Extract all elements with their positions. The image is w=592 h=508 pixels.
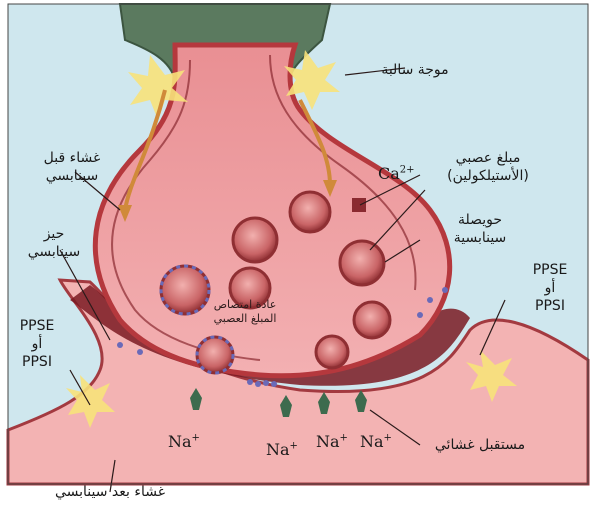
sodium-charge-1: +: [192, 433, 200, 444]
sodium-symbol-2: Na: [266, 440, 290, 459]
label-negative-wave: موجة سالبة: [360, 62, 470, 79]
label-presynaptic-membrane-1: غشاء قبل: [22, 150, 122, 167]
label-synaptic-cleft-1: حيز: [14, 226, 94, 243]
label-synaptic-vesicle-1: حويصلة: [420, 212, 540, 229]
sodium-ion-2: Na+: [266, 440, 298, 459]
calcium-charge: 2+: [400, 165, 415, 176]
calcium-symbol: Ca: [378, 164, 400, 183]
vesicle-2: [290, 192, 330, 232]
label-ppse-left: PPSE: [12, 318, 62, 335]
label-synaptic-vesicle-2: سينابسية: [420, 230, 540, 247]
label-ppsi-right: PPSI: [525, 298, 575, 315]
label-neurotransmitter-1: مبلغ عصبي: [418, 150, 558, 167]
label-postsynaptic-membrane: غشاء بعد سينابسي: [20, 484, 200, 501]
label-or-left: أو: [12, 336, 62, 353]
label-reuptake-1: عادة امتصاص: [190, 298, 300, 311]
vesicle-3: [340, 241, 384, 285]
calcium-channel: [352, 198, 366, 212]
sodium-ion-4: Na+: [360, 432, 392, 451]
vesicle-docking-2: [316, 336, 348, 368]
label-ppsi-left: PPSI: [12, 354, 62, 371]
sodium-charge-2: +: [290, 441, 298, 452]
sodium-charge-3: +: [340, 433, 348, 444]
sodium-symbol-1: Na: [168, 432, 192, 451]
vesicle-1: [233, 218, 277, 262]
label-synaptic-cleft-2: سينابسي: [14, 244, 94, 261]
sodium-symbol-4: Na: [360, 432, 384, 451]
label-membrane-receptor: مستقبل غشائي: [410, 437, 550, 454]
calcium-ion-label: Ca2+: [378, 164, 415, 183]
label-neurotransmitter-2: (الأستيلكولين): [418, 168, 558, 185]
label-presynaptic-membrane-2: سينابسي: [22, 168, 122, 185]
sodium-symbol-3: Na: [316, 432, 340, 451]
label-ppse-right: PPSE: [525, 262, 575, 279]
sodium-ion-1: Na+: [168, 432, 200, 451]
sodium-ion-3: Na+: [316, 432, 348, 451]
vesicle-docking-1: [354, 302, 390, 338]
sodium-charge-4: +: [384, 433, 392, 444]
label-or-right: أو: [525, 280, 575, 297]
label-reuptake-2: المبلغ العصبي: [190, 312, 300, 325]
